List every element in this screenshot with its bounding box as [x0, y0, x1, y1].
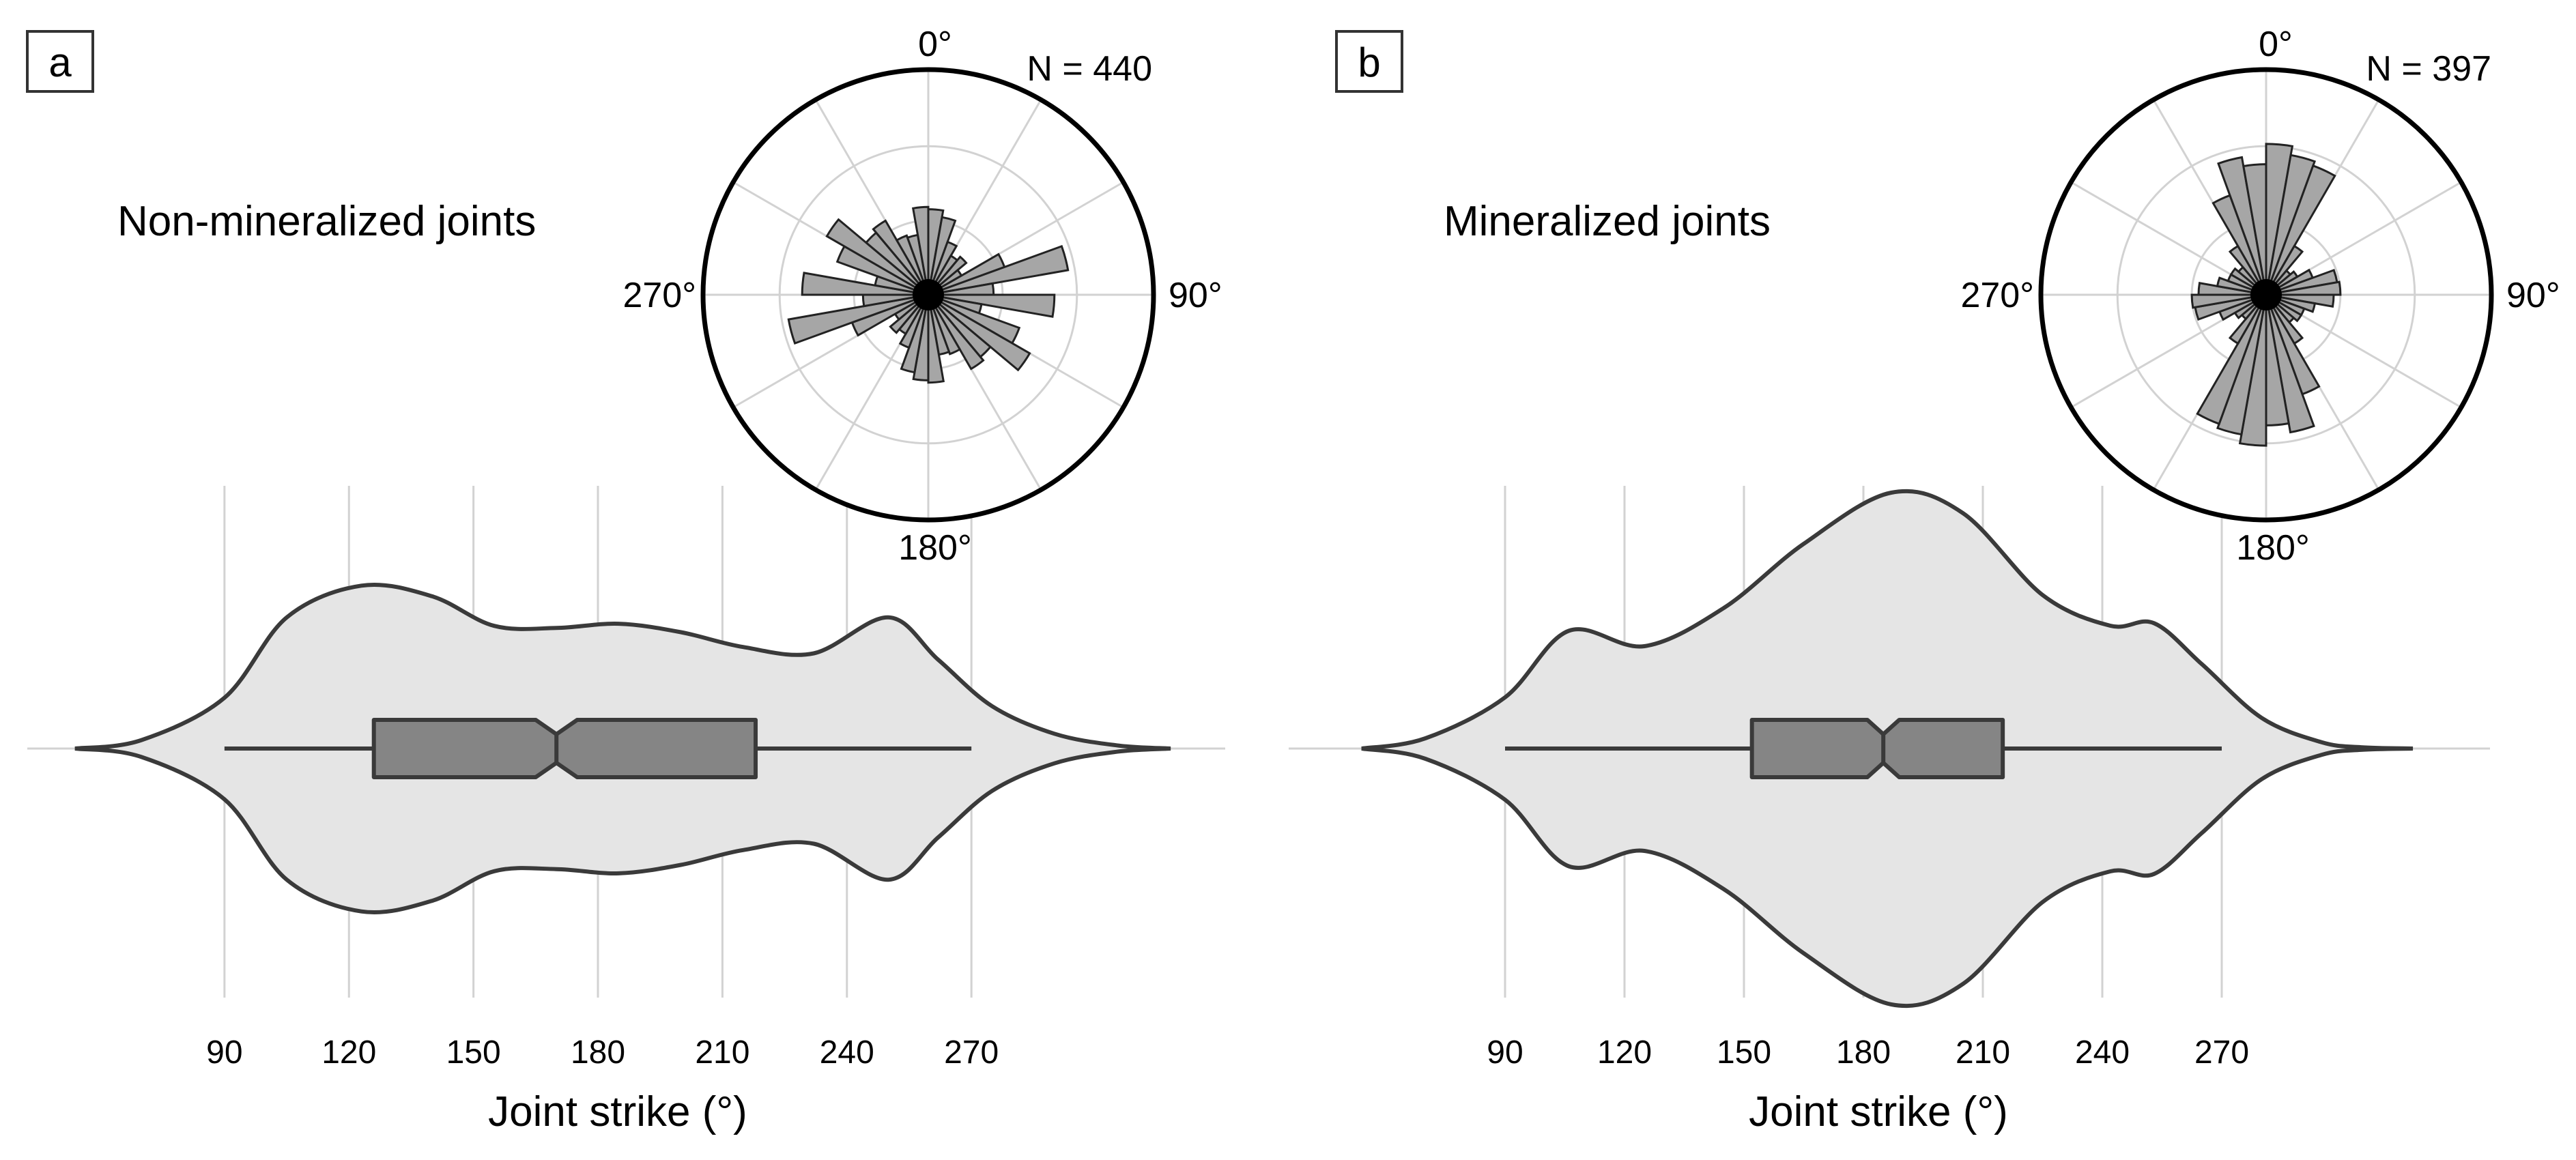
x-tick-label: 270: [944, 1034, 999, 1071]
rose-petal: [928, 244, 1070, 296]
x-axis: 90 120 150 180 210 240 270 Joint strike …: [1487, 1034, 2249, 1135]
x-tick-label: 210: [695, 1034, 749, 1071]
panel-label-box: [26, 30, 94, 93]
rose-petal: [2265, 294, 2315, 434]
rose-outer-circle: [2038, 67, 2494, 523]
x-tick-label: 180: [571, 1034, 625, 1071]
rose-petal: [2242, 163, 2267, 295]
panel-title: Mineralized joints: [1444, 198, 1771, 245]
x-axis-title: Joint strike (°): [488, 1088, 747, 1135]
violin-plot: [1289, 486, 2490, 1009]
rose-sample-count: N = 440: [1027, 49, 1152, 89]
rose-petal: [2217, 156, 2267, 295]
rose-petal: [927, 294, 985, 371]
notched-box: [1749, 718, 2005, 779]
x-tick-label: 210: [1956, 1034, 2010, 1071]
panel-b: b Mineralized joints 90 120 150 180 210 …: [1289, 25, 2560, 1135]
rose-diagram: 0° 90° 180° 270° N = 440: [622, 25, 1222, 568]
rose-petal: [872, 219, 930, 295]
panel-a: a Non-mineralized joints 90 120 150 180 …: [26, 25, 1225, 1135]
panel-label: b: [1358, 40, 1380, 85]
rose-petal: [927, 294, 945, 384]
rose-label-west: 270°: [622, 276, 696, 315]
rose-sample-count: N = 397: [2366, 49, 2491, 89]
rose-petal: [927, 294, 962, 356]
rose-label-north: 0°: [2259, 25, 2293, 64]
panel-label: a: [48, 40, 72, 85]
x-tick-label: 240: [820, 1034, 874, 1071]
panel-title: Non-mineralized joints: [117, 198, 536, 245]
x-tick-label: 180: [1836, 1034, 1891, 1071]
rose-petal: [928, 293, 1031, 372]
x-axis: 90 120 150 180 210 240 270 Joint strike …: [206, 1034, 999, 1135]
rose-petal: [2265, 294, 2290, 426]
rose-petal: [2196, 294, 2267, 426]
rose-petal: [2190, 293, 2267, 309]
x-tick-label: 270: [2194, 1034, 2249, 1071]
rose-label-east: 90°: [2506, 276, 2560, 315]
rose-label-south: 180°: [2236, 528, 2310, 568]
rose-petal: [895, 234, 930, 295]
rose-label-west: 270°: [1960, 276, 2034, 315]
panel-label-box: [1335, 30, 1403, 93]
rose-petals: [787, 205, 1070, 384]
rose-label-north: 0°: [918, 25, 952, 64]
rose-label-east: 90°: [1169, 276, 1222, 315]
rose-center-dot: [913, 279, 944, 310]
rose-diagram: 0° 90° 180° 270° N = 397: [1960, 25, 2560, 568]
notched-box: [371, 718, 758, 779]
rose-outer-circle: [700, 67, 1156, 523]
rose-petal: [2265, 164, 2336, 295]
x-tick-label: 120: [1597, 1034, 1652, 1071]
rose-petal: [2265, 280, 2342, 296]
x-tick-label: 150: [446, 1034, 501, 1071]
x-tick-label: 150: [1717, 1034, 1771, 1071]
x-axis-title: Joint strike (°): [1749, 1088, 2008, 1135]
violin-plot: [27, 486, 1225, 998]
x-tick-label: 240: [2075, 1034, 2130, 1071]
x-tick-label: 120: [321, 1034, 376, 1071]
x-tick-label: 90: [1487, 1034, 1523, 1071]
x-tick-label: 90: [206, 1034, 242, 1071]
rose-petal: [787, 293, 929, 345]
rose-petal: [825, 218, 929, 296]
rose-center-dot: [2250, 279, 2282, 310]
rose-petals: [2190, 143, 2342, 447]
rose-label-south: 180°: [898, 528, 972, 568]
rose-petal: [911, 205, 930, 295]
